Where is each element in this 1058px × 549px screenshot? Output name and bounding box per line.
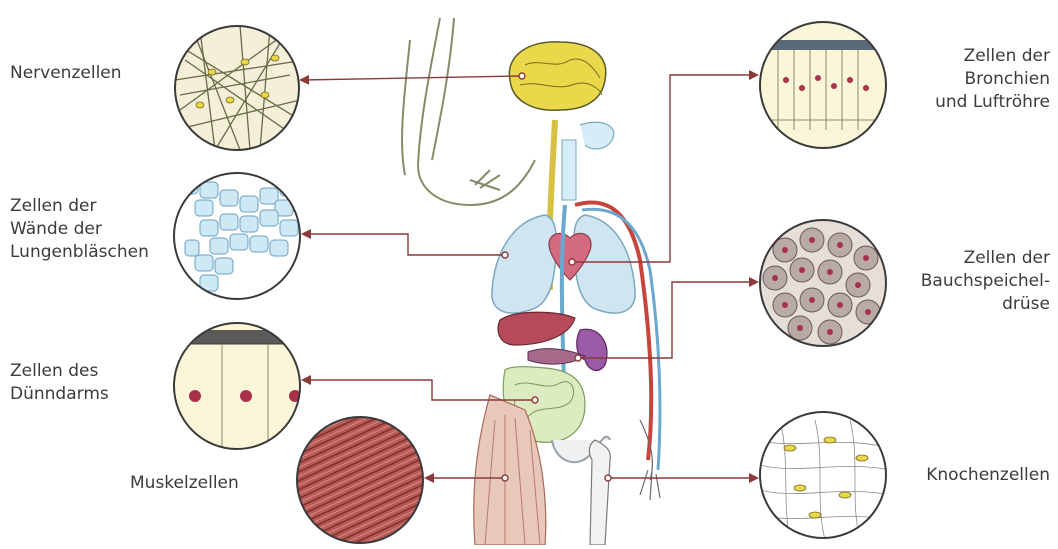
label-intestine-cells: Zellen des Dünndarms — [10, 360, 109, 406]
arrow-alveoli — [303, 234, 505, 255]
human-body-figure — [402, 18, 660, 545]
stomach — [577, 329, 607, 370]
label-nerve-cells: Nervenzellen — [10, 62, 122, 85]
label-bronchi-cells: Zellen der Bronchien und Luftröhre — [935, 45, 1050, 114]
alveoli-cell-circle — [174, 173, 300, 299]
label-pancreas-cells: Zellen der Bauchspeichel- drüse — [921, 247, 1050, 316]
nerve-cell-circle — [170, 25, 305, 150]
trachea — [562, 140, 576, 200]
bone-cell-circle — [760, 412, 890, 540]
right-leg-bone — [589, 440, 610, 545]
arrow-intestine — [303, 380, 535, 400]
arrow-nerve — [301, 76, 522, 80]
label-alveoli-cells: Zellen der Wände der Lungenbläschen — [10, 195, 149, 264]
left-lung — [492, 215, 556, 313]
pancreas-cell-circle — [760, 220, 886, 346]
nerve-tracts — [402, 18, 535, 205]
muscle-cell-circle — [297, 417, 423, 543]
intestine-cell-circle — [170, 323, 310, 450]
bronchi-cell-circle — [760, 22, 890, 148]
label-muscle-cells: Muskelzellen — [130, 472, 239, 495]
airway — [580, 122, 614, 149]
label-bone-cells: Knochenzellen — [926, 464, 1050, 487]
